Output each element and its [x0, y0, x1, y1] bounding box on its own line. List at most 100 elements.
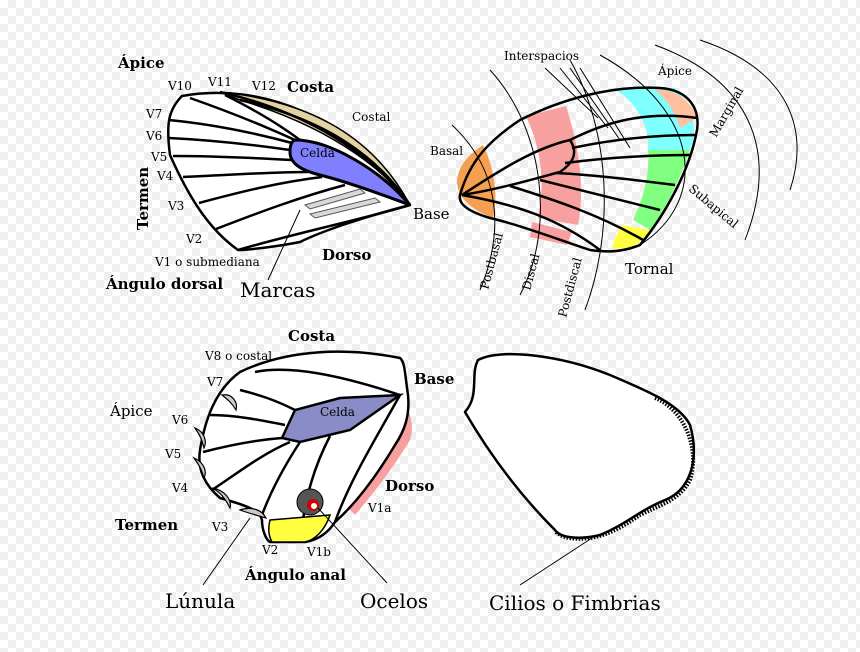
label-lunula: Lúnula [165, 589, 235, 613]
forewing: Ápice V10 V11 V12 Costa Costal V7 V6 V5 … [105, 54, 450, 302]
divider-postbasal [451, 124, 496, 291]
label-apice-h: Ápice [109, 402, 153, 420]
vein-h3 [260, 441, 302, 516]
leader-cilios [519, 537, 593, 586]
label-ocelos: Ocelos [360, 589, 428, 613]
leader-interspacios-3 [579, 67, 631, 149]
label-v3: V3 [167, 199, 184, 213]
label-v7: V7 [145, 107, 162, 121]
zones-cell [461, 138, 576, 197]
vein-v6 [168, 136, 291, 152]
label-postdiscal: Postdiscal [555, 256, 584, 319]
zones-veins [461, 114, 698, 252]
label-v2-h: V2 [261, 543, 278, 557]
zone-apex [655, 89, 697, 128]
vein-h5 [202, 436, 283, 454]
label-costa: Costa [287, 78, 334, 96]
label-discal: Discal [519, 252, 542, 292]
label-costa-h: Costa [288, 327, 335, 345]
vein-h4 [211, 440, 291, 492]
ocellus-pupil [311, 503, 317, 509]
leader-interspacios-1 [559, 67, 609, 129]
leader-interspacios-4 [544, 67, 599, 119]
label-cilios: Cilios o Fimbrias [489, 591, 661, 615]
divider-outer-1 [654, 44, 760, 241]
vein-h1 [333, 394, 402, 523]
label-interspacios: Interspacios [504, 49, 579, 63]
label-v1b: V1b [306, 545, 331, 559]
leader-interspacios-2 [569, 67, 621, 141]
zone-subapical [633, 150, 690, 230]
mark-1 [303, 188, 367, 210]
label-dorso: Dorso [322, 246, 371, 264]
label-v1: V1 o submediana [154, 255, 260, 269]
label-v4: V4 [156, 169, 174, 183]
lunule-3 [192, 456, 206, 480]
label-celda: Celda [300, 146, 335, 160]
lunule-5 [238, 507, 268, 519]
vein-v3 [198, 175, 323, 205]
vein-v7 [168, 118, 293, 145]
vein-v5 [172, 154, 292, 162]
outline-wing-shape [463, 352, 695, 539]
divider-subapical [599, 54, 686, 246]
zones-vein-1 [569, 114, 698, 142]
leader-ocelos [317, 507, 388, 584]
zone-discal [526, 106, 582, 225]
outline-wing: Cilios o Fimbrias [463, 352, 696, 615]
mark-2 [308, 197, 382, 219]
label-v12: V12 [251, 79, 276, 93]
vein-v11 [224, 93, 301, 142]
vein-v4 [182, 170, 309, 179]
hindwing-veins [202, 368, 402, 543]
label-celda-h: Celda [320, 405, 355, 419]
zones-vein-2 [571, 133, 696, 150]
label-marginal: Marginal [706, 84, 746, 139]
label-apice: Ápice [117, 54, 165, 72]
vein-h7 [239, 388, 296, 412]
vein-v2 [215, 183, 346, 231]
label-v2: V2 [185, 232, 202, 246]
zone-tornal [612, 225, 650, 249]
zones-vein-4 [555, 171, 676, 187]
label-v4-h: V4 [171, 481, 189, 495]
forewing-cell [288, 138, 412, 207]
label-base-h: Base [414, 370, 454, 388]
label-termen: Termen [134, 167, 152, 230]
vein-v12 [239, 98, 412, 206]
label-postbasal: Postbasal [477, 231, 506, 291]
label-subapical: Subapical [686, 182, 741, 231]
label-costal: Costal [352, 110, 391, 124]
divider-outer-2 [699, 39, 798, 191]
forewing-veins [168, 93, 412, 252]
zones-vein-3 [564, 153, 691, 165]
vein-v1 [237, 203, 411, 252]
label-v11: V11 [207, 75, 232, 89]
label-tornal: Tornal [625, 260, 674, 278]
zones-wing: Interspacios Ápice Marginal Basal Subapi… [430, 39, 798, 319]
label-v3-h: V3 [211, 520, 228, 534]
label-apice-zone: Ápice [657, 63, 692, 78]
label-v8: V8 o costal [204, 349, 272, 363]
vein-h6 [209, 413, 286, 427]
label-basal: Basal [430, 144, 463, 158]
lunule-4 [211, 487, 231, 510]
lunule-1 [220, 394, 238, 412]
anal-angle-yellow [267, 514, 332, 543]
label-termen-h: Termen [115, 516, 178, 534]
lunule-2 [193, 426, 206, 450]
vein-v10 [189, 96, 296, 142]
leader-lunula [202, 517, 251, 586]
vein-h8 [254, 368, 401, 397]
zones-vein-6 [509, 184, 644, 242]
hindwing: Costa V8 o costal V7 Ápice V6 V5 Base Ce… [109, 327, 454, 613]
label-v1a: V1a [367, 501, 391, 515]
zones-vein-5 [539, 178, 661, 212]
label-angulo-dorsal: Ángulo dorsal [105, 275, 223, 293]
label-v5-h: V5 [164, 447, 181, 461]
zones-vein-7 [461, 193, 601, 252]
label-dorso-h: Dorso [385, 477, 434, 495]
leader-marcas [267, 209, 301, 281]
